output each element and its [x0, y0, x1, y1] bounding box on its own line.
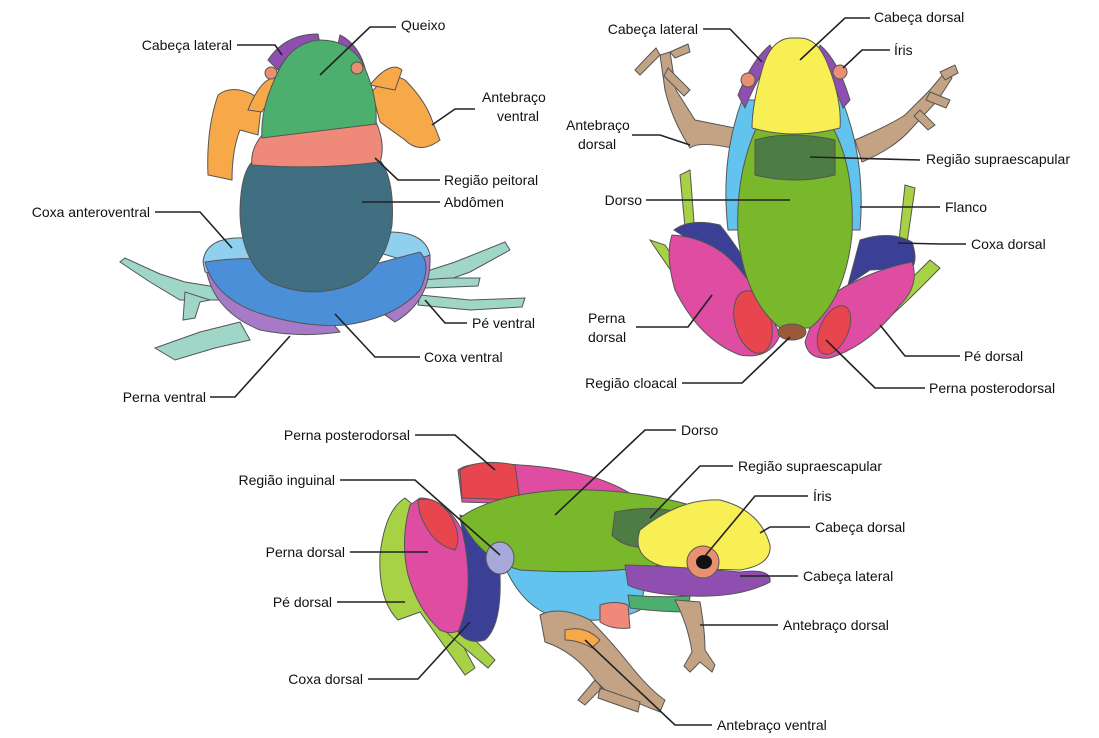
label-lateral-cabeca-lateral: Cabeça lateral: [803, 568, 893, 584]
label-ventral-queixo: Queixo: [401, 17, 446, 33]
label-ventral-cabeca-lateral: Cabeça lateral: [142, 37, 232, 53]
leader-ventral-antebraco: [432, 109, 475, 125]
label-lateral-coxa-dorsal: Coxa dorsal: [288, 671, 363, 687]
label-dorsal-pe-dorsal: Pé dorsal: [964, 348, 1023, 364]
label-dorsal-perna-dorsal-l1: Perna: [588, 310, 626, 326]
ventral-right-eye: [351, 62, 363, 74]
ventral-right-foot-3: [420, 278, 480, 288]
label-lateral-perna-dorsal: Perna dorsal: [266, 544, 345, 560]
label-dorsal-iris: Íris: [894, 42, 913, 58]
leader-dorsal-iris: [843, 50, 890, 68]
label-lateral-dorso: Dorso: [681, 422, 719, 438]
label-ventral-antebraco-l2: ventral: [497, 108, 539, 124]
label-lateral-regiao-inguinal: Região inguinal: [238, 472, 335, 488]
dorsal-left-arm: [660, 52, 740, 150]
label-lateral-cabeca-dorsal: Cabeça dorsal: [815, 519, 905, 535]
lateral-far-leg-red: [460, 462, 520, 500]
dorsal-right-arm: [855, 72, 952, 162]
label-dorsal-perna-dorsal-l2: dorsal: [588, 329, 626, 345]
label-dorsal-flanco: Flanco: [945, 199, 987, 215]
dorsal-right-hand: [914, 65, 958, 130]
lateral-pupil: [696, 555, 712, 569]
label-dorsal-coxa-dorsal: Coxa dorsal: [971, 236, 1046, 252]
ventral-abdomen: [240, 160, 393, 292]
leader-dorsal-coxa-dorsal: [898, 243, 966, 244]
label-dorsal-cabeca-lateral: Cabeça lateral: [608, 21, 698, 37]
lateral-chest-red: [600, 603, 630, 629]
dorsal-regiao-cloacal: [778, 324, 806, 340]
label-ventral-abdomen: Abdômen: [444, 194, 504, 210]
dorsal-view: [635, 38, 958, 359]
leader-lateral-cabeca-dorsal: [760, 527, 810, 533]
label-lateral-antebraco-dorsal: Antebraço dorsal: [783, 617, 889, 633]
label-lateral-iris: Íris: [813, 488, 832, 504]
label-dorsal-antebraco-l2: dorsal: [578, 136, 616, 152]
label-dorsal-regiao-supraescapular: Região supraescapular: [926, 151, 1070, 167]
ventral-left-lower-foot: [155, 322, 250, 360]
leader-dorsal-antebraco: [632, 135, 690, 145]
label-dorsal-perna-posterodorsal: Perna posterodorsal: [929, 380, 1055, 396]
label-dorsal-dorso: Dorso: [605, 192, 643, 208]
label-ventral-perna-ventral: Perna ventral: [123, 389, 206, 405]
label-dorsal-cabeca-dorsal: Cabeça dorsal: [874, 9, 964, 25]
label-ventral-coxa-ventral: Coxa ventral: [424, 349, 503, 365]
label-lateral-pe-dorsal: Pé dorsal: [273, 594, 332, 610]
ventral-right-foot-2: [418, 295, 525, 310]
label-dorsal-regiao-cloacal: Região cloacal: [585, 375, 677, 391]
label-ventral-pe-ventral: Pé ventral: [472, 315, 535, 331]
label-ventral-regiao-peitoral: Região peitoral: [444, 172, 538, 188]
label-lateral-regiao-supraescapular: Região supraescapular: [738, 458, 882, 474]
ventral-left-eye: [265, 67, 277, 79]
leader-dorsal-pe-dorsal: [880, 325, 960, 356]
label-ventral-antebraco-l1: Antebraço: [482, 89, 546, 105]
lateral-far-arm: [675, 600, 715, 672]
dorsal-left-eye: [741, 73, 755, 87]
label-lateral-antebraco-ventral: Antebraço ventral: [717, 717, 827, 733]
label-ventral-coxa-anteroventral: Coxa anteroventral: [32, 204, 150, 220]
leader-dorsal-cabeca-lateral: [703, 29, 762, 62]
label-dorsal-antebraco-l1: Antebraço: [566, 117, 630, 133]
label-lateral-perna-posterodorsal: Perna posterodorsal: [284, 427, 410, 443]
